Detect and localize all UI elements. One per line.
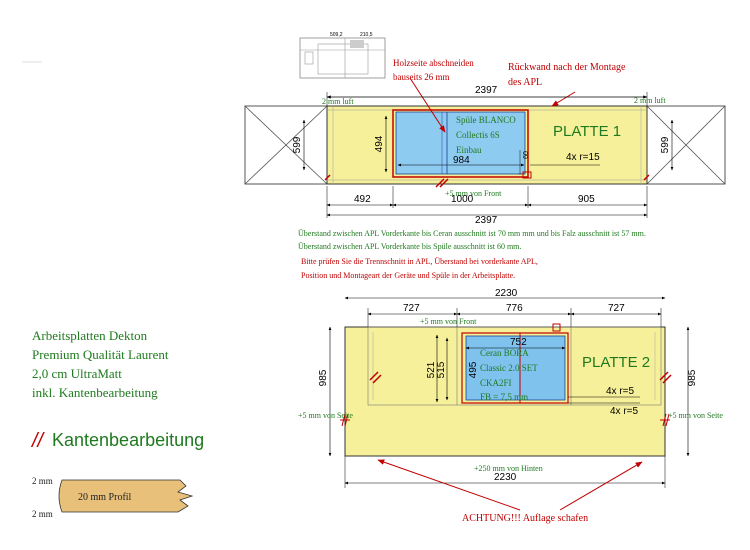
depth-left-1: 599 bbox=[292, 136, 303, 153]
cook-label-1: Ceran BORA bbox=[480, 348, 529, 358]
cooktop-width: 752 bbox=[510, 337, 527, 348]
luft-left: 2 mm luft bbox=[322, 97, 354, 106]
warning-text: ACHTUNG!!! Auflage schafen bbox=[462, 513, 588, 524]
side-left: +5 mm von Seite bbox=[298, 411, 353, 420]
spec-line-2: Premium Qualität Laurent bbox=[32, 347, 169, 362]
note-green-1: Überstand zwischen APL Vorderkante bis C… bbox=[298, 229, 646, 238]
dim-total-bottom-2: 2230 bbox=[494, 472, 517, 483]
dim-total-bottom-1: 2397 bbox=[475, 215, 498, 226]
rueckwand-note-1: Rückwand nach der Montage bbox=[508, 62, 626, 73]
profile-label: 20 mm Profil bbox=[78, 492, 132, 503]
profile-top-label: 2 mm bbox=[32, 476, 53, 486]
front-note-1: +5 mm von Front bbox=[445, 189, 502, 198]
radius-2a: 4x r=5 bbox=[606, 386, 635, 397]
dim-total-top-2: 2230 bbox=[495, 288, 518, 299]
holzseite-pointer bbox=[409, 77, 446, 133]
rueckwand-note-2: des APL bbox=[508, 77, 542, 88]
rueckwand-pointer bbox=[551, 91, 576, 107]
note-green-2: Überstand zwischen APL Vorderkante bis S… bbox=[298, 242, 521, 251]
thumbnail-drawing: 509,2 210,5 bbox=[299, 32, 386, 79]
dim-top-a: 727 bbox=[403, 303, 420, 314]
cook-label-2: Classic 2.0 SET bbox=[480, 363, 538, 373]
plate-1-title: PLATTE 1 bbox=[553, 123, 621, 140]
radius-1: 4x r=15 bbox=[566, 152, 600, 163]
thumbnail-dim-a: 509,2 bbox=[330, 32, 343, 38]
cook-label-3: CKA2FI bbox=[480, 378, 512, 388]
cook-depth: 495 bbox=[468, 361, 479, 378]
left-inner-1: 521 bbox=[426, 361, 437, 378]
profile-wood-sample bbox=[58, 479, 194, 513]
side-right: +5 mm von Seite bbox=[668, 411, 723, 420]
sink-small: 60 bbox=[523, 151, 530, 159]
edge-symbol: // bbox=[30, 430, 46, 452]
spec-line-4: inkl. Kantenbearbeitung bbox=[32, 385, 158, 400]
back-note: +250 mm von Hinten bbox=[474, 464, 543, 473]
cook-label-4: FB = 7,5 mm bbox=[480, 392, 528, 402]
luft-right: 2 mm luft bbox=[634, 96, 666, 105]
edge-title: Kantenbearbeitung bbox=[52, 430, 204, 450]
dim-total-top-1: 2397 bbox=[475, 85, 498, 96]
radius-2b: 4x r=5 bbox=[610, 406, 639, 417]
spec-line-3: 2,0 cm UltraMatt bbox=[32, 366, 122, 381]
dim-top-b: 776 bbox=[506, 303, 523, 314]
left-inner-2: 515 bbox=[436, 361, 447, 378]
thumbnail-dim-b: 210,5 bbox=[360, 32, 373, 38]
sink-depth: 494 bbox=[374, 135, 385, 152]
note-red-1: Bitte prüfen Sie die Trennschnitt in APL… bbox=[301, 257, 538, 266]
profile-bottom-label: 2 mm bbox=[32, 509, 53, 519]
holzseite-note-2: bauseits 26 mm bbox=[393, 72, 450, 82]
holzseite-note-1: Holzseite abschneiden bbox=[393, 58, 474, 68]
platte-1-plan: 2397 2 mm luft 2 mm luft 599 599 494 984… bbox=[244, 77, 726, 226]
front-note-2: +5 mm von Front bbox=[420, 317, 477, 326]
dim-bottom-c: 905 bbox=[578, 194, 595, 205]
sink-width: 984 bbox=[453, 155, 470, 166]
dim-top-c: 727 bbox=[608, 303, 625, 314]
plate-2-title: PLATTE 2 bbox=[582, 354, 650, 371]
left-panel: Arbeitsplatten Dekton Premium Qualität L… bbox=[30, 328, 204, 519]
warning-pointer-right bbox=[559, 461, 643, 511]
notes: Überstand zwischen APL Vorderkante bis C… bbox=[298, 229, 646, 280]
depth-left-2: 985 bbox=[318, 369, 329, 386]
platte-2-plan: 2230 727 776 727 +5 mm von Front 752 521… bbox=[298, 288, 723, 524]
spec-line-1: Arbeitsplatten Dekton bbox=[32, 328, 148, 343]
depth-right-2: 985 bbox=[687, 369, 698, 386]
depth-right-1: 599 bbox=[660, 136, 671, 153]
sink-label-3: Einbau bbox=[456, 145, 482, 155]
dim-bottom-b: 1000 bbox=[451, 194, 474, 205]
warning-pointer-left bbox=[377, 459, 521, 511]
note-red-2: Position und Montageart der Geräte und S… bbox=[301, 271, 515, 280]
dim-bottom-a: 492 bbox=[354, 194, 371, 205]
sink-label-1: Spüle BLANCO bbox=[456, 115, 516, 125]
sink-label-2: Collectis 6S bbox=[456, 130, 500, 140]
